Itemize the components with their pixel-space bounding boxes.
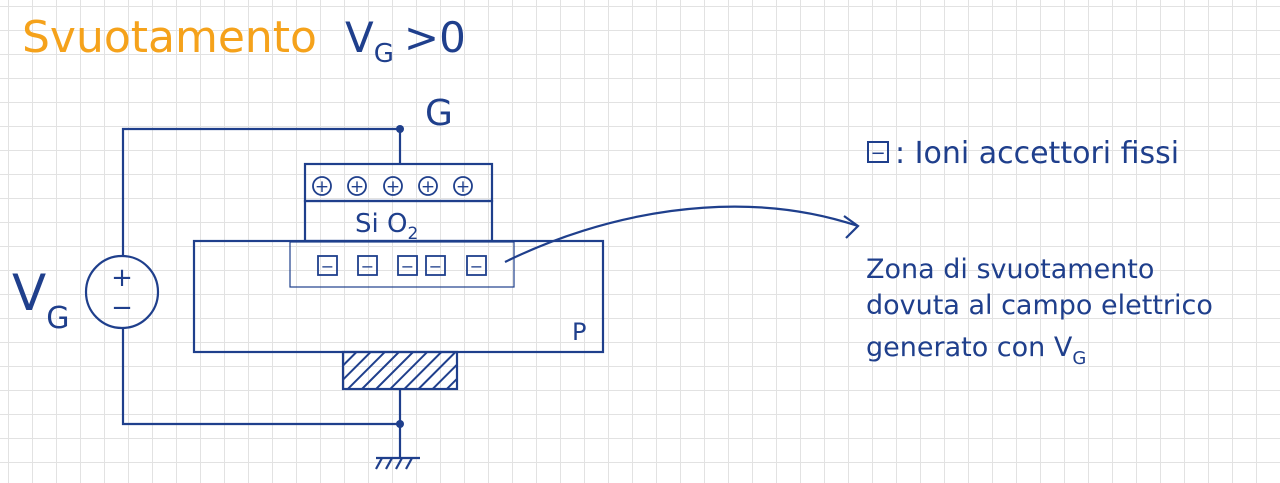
positive-charge-sign: + [456, 177, 470, 197]
gate-label: G [425, 93, 453, 134]
positive-charge-icon: + [312, 176, 332, 197]
negative-ion-icon: − [317, 255, 338, 276]
negative-ion-sign: − [401, 257, 414, 276]
voltage-source-icon: + − [84, 254, 160, 330]
positive-charge-icon: + [383, 176, 403, 197]
page-title: Svuotamento [22, 12, 317, 63]
bias-condition: VG >0 [345, 13, 466, 69]
depletion-note: Zona di svuotamento dovuta al campo elet… [866, 254, 1213, 369]
substrate-label: P [572, 318, 586, 346]
legend-text: : Ioni accettori fissi [895, 136, 1179, 171]
positive-charge-sign: + [315, 177, 329, 197]
bulk-contact [341, 350, 459, 391]
positive-charge-sign: + [350, 177, 364, 197]
source-label: VG [12, 264, 69, 336]
positive-charge-icon: + [453, 176, 473, 197]
note-line3-subscript: G [1072, 348, 1086, 369]
source-label-base: V [12, 264, 46, 322]
negative-ion-icon: − [466, 255, 487, 276]
oxide-label: Si O2 [355, 209, 418, 244]
legend-ion-icon [867, 141, 889, 163]
positive-charge-icon: + [347, 176, 367, 197]
note-line3-text: generato con V [866, 332, 1073, 363]
positive-charge-icon: + [418, 176, 438, 197]
source-label-subscript: G [46, 301, 69, 336]
negative-ion-sign: − [429, 257, 442, 276]
note-line2: dovuta al campo elettrico [866, 290, 1213, 321]
gate-node [396, 125, 404, 133]
depletion-region [289, 241, 515, 288]
source-minus: − [111, 293, 133, 323]
negative-ion-sign: − [361, 257, 374, 276]
negative-ion-icon: − [425, 255, 446, 276]
arrow-icon [504, 205, 860, 263]
positive-charge-sign: + [421, 177, 435, 197]
circuit-wires [121, 127, 402, 458]
source-plus: + [111, 263, 133, 293]
negative-ion-sign: − [321, 257, 334, 276]
note-line1: Zona di svuotamento [866, 254, 1154, 285]
legend: − : Ioni accettori fissi [867, 136, 1179, 171]
ground-node [396, 420, 404, 428]
svg-text:VG>0: VG >0 [345, 13, 466, 69]
negative-ion-sign: − [470, 257, 483, 276]
condition-subscript: G [374, 39, 394, 69]
oxide-label-base: Si O [355, 209, 407, 239]
condition-rest: >0 [404, 13, 466, 62]
oxide-label-subscript: 2 [407, 224, 418, 244]
condition-base: V [345, 13, 374, 62]
legend-symbol: − [870, 143, 885, 164]
ground-icon [375, 456, 420, 470]
positive-charge-sign: + [386, 177, 400, 197]
negative-ions: −−−−− [317, 255, 487, 276]
negative-ion-icon: − [397, 255, 418, 276]
negative-ion-icon: − [357, 255, 378, 276]
positive-charges: + + + + + [312, 176, 473, 197]
note-line3: generato con VG [866, 332, 1086, 369]
